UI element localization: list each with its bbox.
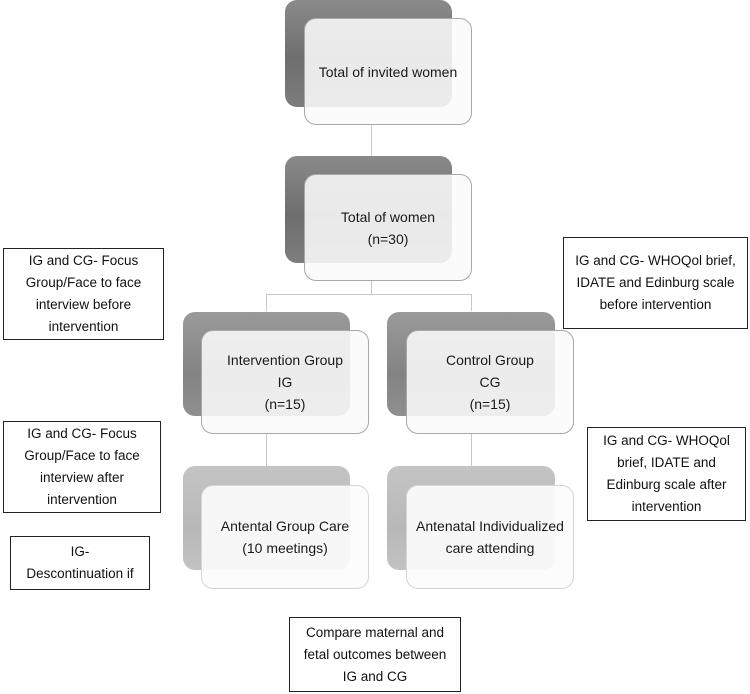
note-focus-before-line3: interview before bbox=[35, 297, 132, 312]
connector-branch bbox=[266, 294, 472, 295]
note-scales-before-line3: before intervention bbox=[599, 297, 712, 312]
group-care-meetings: (10 meetings) bbox=[242, 540, 328, 556]
note-scales-after-line2: brief, IDATE and bbox=[617, 455, 716, 470]
connector-branch-right bbox=[471, 294, 472, 311]
note-discontinuation-line1: IG- bbox=[70, 544, 90, 559]
total-women-count: (n=30) bbox=[367, 230, 409, 247]
note-focus-before-line4: intervention bbox=[48, 319, 119, 334]
total-women-box: Total of women (n=30) bbox=[304, 174, 472, 281]
connector-branch-left bbox=[266, 294, 267, 311]
intervention-group-code: IG bbox=[277, 374, 293, 390]
note-compare-outcomes: Compare maternal and fetal outcomes betw… bbox=[289, 617, 461, 692]
control-group-code: CG bbox=[479, 374, 501, 390]
note-focus-before-line2: Group/Face to face bbox=[25, 275, 142, 290]
invited-women-box: Total of invited women bbox=[304, 18, 472, 125]
note-focus-after-line4: intervention bbox=[47, 492, 117, 507]
note-compare-line1: Compare maternal and bbox=[305, 624, 445, 640]
note-focus-after-line3: interview after bbox=[39, 470, 125, 485]
intervention-group-label: Intervention Group bbox=[227, 352, 343, 368]
note-discontinuation-line2: Descontinuation if bbox=[26, 566, 134, 581]
note-scales-before-line1: IG and CG- WHOQol brief, bbox=[575, 253, 736, 268]
note-discontinuation: IG- Descontinuation if bbox=[10, 536, 150, 590]
control-group-box: Control Group CG (n=15) bbox=[406, 330, 574, 434]
total-women-label: Total of women bbox=[340, 208, 436, 225]
group-care-box: Antental Group Care (10 meetings) bbox=[201, 485, 369, 589]
individual-care-label-1: Antenatal Individualized bbox=[416, 518, 564, 534]
invited-women-label: Total of invited women bbox=[318, 63, 458, 80]
intervention-group-count: (n=15) bbox=[264, 396, 306, 412]
note-compare-line2: fetal outcomes between bbox=[303, 646, 447, 662]
note-scales-before: IG and CG- WHOQol brief, IDATE and Edinb… bbox=[563, 237, 748, 329]
connector-invited-to-total bbox=[371, 124, 372, 156]
intervention-group-box: Intervention Group IG (n=15) bbox=[201, 330, 369, 434]
group-care-label: Antental Group Care bbox=[220, 518, 350, 534]
note-focus-before-line1: IG and CG- Focus bbox=[28, 253, 139, 268]
note-compare-line3: IG and CG bbox=[342, 668, 408, 684]
connector-ig-to-care bbox=[266, 433, 267, 466]
note-focus-after: IG and CG- Focus Group/Face to face inte… bbox=[3, 421, 161, 513]
note-scales-after-line3: Edinburg scale after bbox=[606, 477, 727, 492]
note-focus-before: IG and CG- Focus Group/Face to face inte… bbox=[3, 248, 164, 340]
note-focus-after-line1: IG and CG- Focus bbox=[27, 426, 137, 441]
note-scales-before-line2: IDATE and Edinburg scale bbox=[576, 275, 735, 290]
individual-care-label-2: care attending bbox=[445, 540, 535, 556]
note-scales-after-line1: IG and CG- WHOQol bbox=[603, 433, 730, 448]
note-scales-after-line4: intervention bbox=[631, 499, 702, 514]
note-focus-after-line2: Group/Face to face bbox=[24, 448, 140, 463]
connector-total-down bbox=[371, 280, 372, 294]
control-group-label: Control Group bbox=[446, 352, 534, 368]
individual-care-box: Antenatal Individualized care attending bbox=[406, 485, 574, 589]
connector-cg-to-care bbox=[471, 433, 472, 466]
note-scales-after: IG and CG- WHOQol brief, IDATE and Edinb… bbox=[587, 427, 746, 521]
control-group-count: (n=15) bbox=[469, 396, 511, 412]
